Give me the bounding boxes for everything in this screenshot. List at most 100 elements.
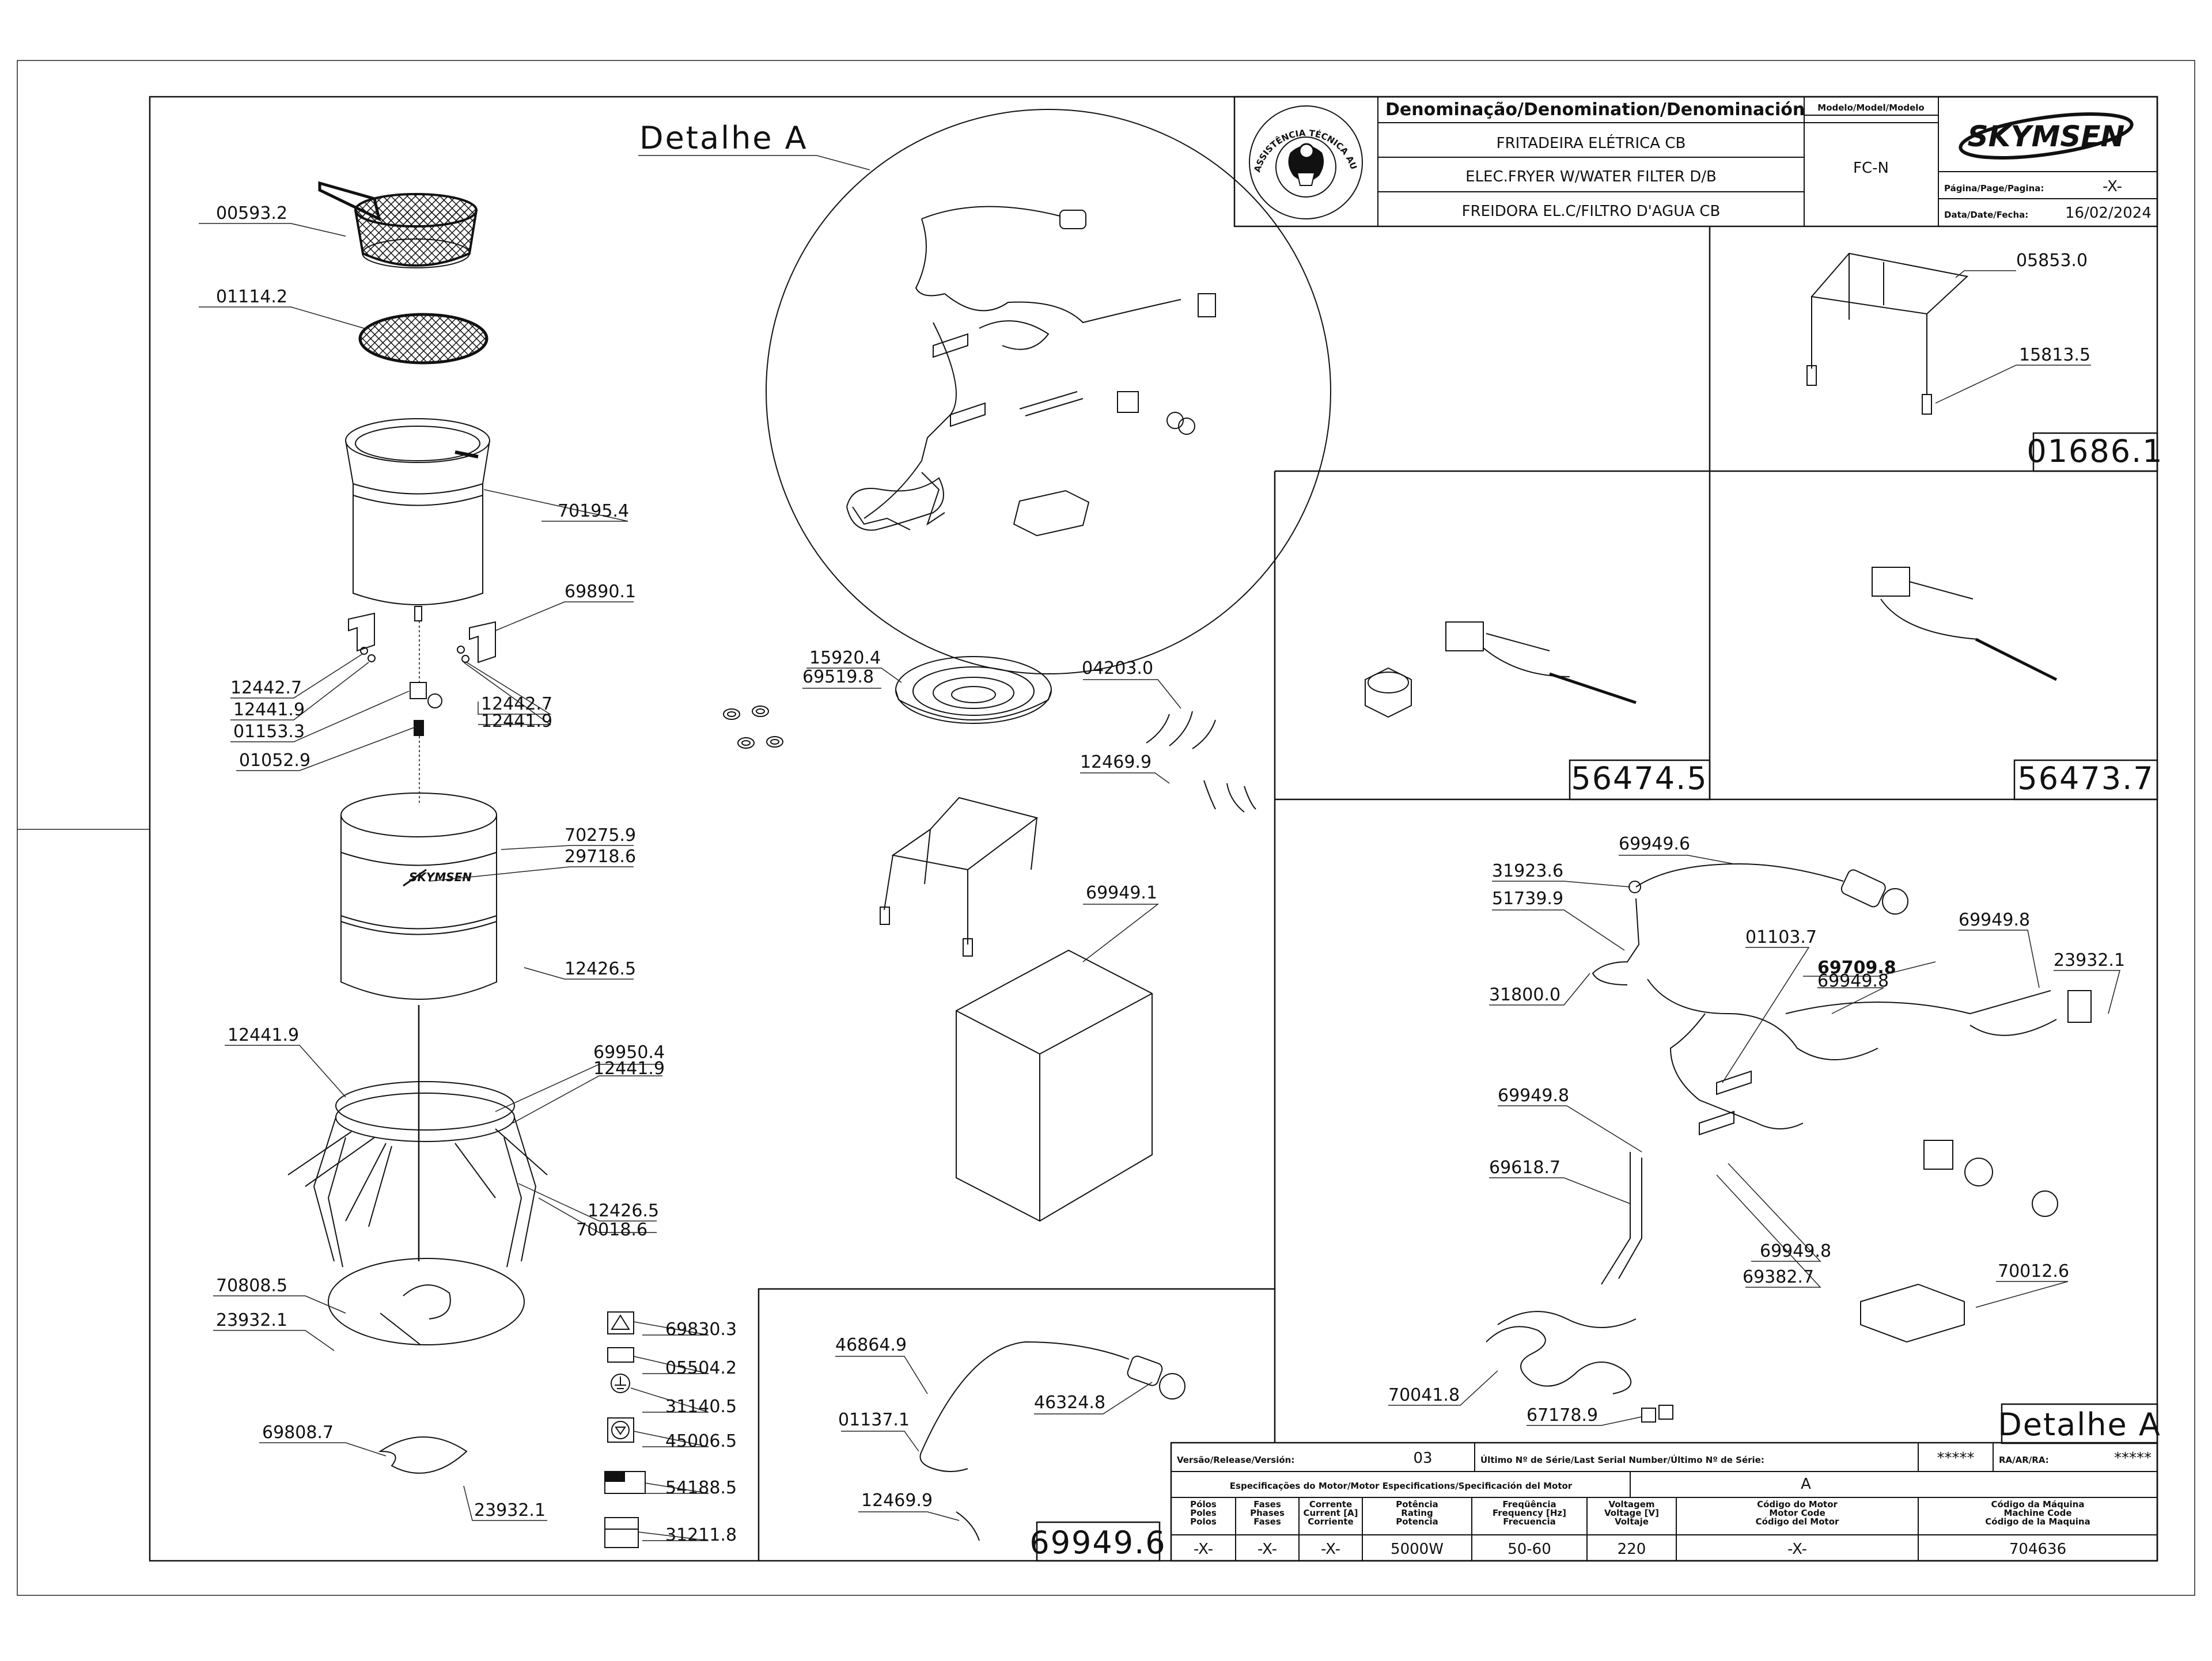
part-label-46864-9: 46864.9 <box>835 1335 907 1355</box>
part-label-01137-1: 01137.1 <box>838 1410 910 1430</box>
part-label-05504-2: 05504.2 <box>665 1358 737 1378</box>
part-label-05853-0: 05853.0 <box>2016 251 2088 271</box>
spec-col-header-l3: Voltaje <box>1615 1516 1649 1527</box>
part-label-54188-5: 54188.5 <box>665 1478 737 1498</box>
spec-col-header-l3: Polos <box>1190 1516 1217 1527</box>
model-value: FC-N <box>1853 160 1889 177</box>
part-label-69382-7: 69382.7 <box>1743 1267 1814 1287</box>
part-label-31140-5: 31140.5 <box>665 1397 737 1417</box>
lower-cabinet-drawing: SKYMSEN <box>340 792 497 1000</box>
part-label-69949-8-b: 69949.8 <box>1959 910 2030 930</box>
motor-spec-value: A <box>1801 1476 1811 1493</box>
version-value: 03 <box>1413 1450 1432 1467</box>
spec-col-value: -X- <box>1321 1541 1340 1558</box>
part-labels-middle: 15920.4 69519.8 04203.0 12469.9 69949.1 … <box>665 648 1157 1545</box>
part-label-69950-4: 69950.4 <box>593 1042 665 1063</box>
part-label-01052-9: 01052.9 <box>239 750 310 771</box>
part-label-01103-7: 01103.7 <box>1745 927 1817 947</box>
part-label-70012-6: 70012.6 <box>1998 1261 2069 1281</box>
spec-col-header-l3: Frecuencia <box>1503 1516 1555 1527</box>
authorized-service-seal-logo: ASSISTÊNCIA TÉCNICA AUTORIZADA <box>0 0 1363 219</box>
part-label-46324-8: 46324.8 <box>1034 1393 1105 1413</box>
spec-col-value: 220 <box>1618 1541 1646 1558</box>
part-label-12469-9-cord: 12469.9 <box>861 1491 933 1511</box>
spec-col-header-l2: Phases <box>1250 1508 1285 1518</box>
upper-tank-drawing <box>345 418 490 621</box>
wire-rack-drawing <box>880 797 1039 957</box>
spec-col-header-l1: Corrente <box>1309 1499 1352 1510</box>
bottom-plate-drawing <box>328 1258 525 1345</box>
panel-56473-thermostat <box>1872 567 2058 681</box>
screws-drawing <box>723 706 783 749</box>
symbol-stickers <box>604 1311 646 1548</box>
detail-a-wiring <box>1486 863 2092 1423</box>
box-label-56474: 56474.5 <box>1571 760 1707 797</box>
specification-table: Versão/Release/Versión: 03 Último Nº de … <box>1170 1442 2158 1562</box>
box-label-01686: 01686.1 <box>2027 433 2163 469</box>
leader-lines-left <box>199 223 662 1521</box>
detail-a-bottom-title: Detalhe A <box>1998 1406 2161 1443</box>
part-label-69618-7: 69618.7 <box>1489 1158 1560 1178</box>
outer-frame <box>17 60 2195 1596</box>
part-label-51739-9: 51739.9 <box>1492 889 1563 909</box>
part-label-15813-5: 15813.5 <box>2019 345 2090 365</box>
serial-value: ***** <box>1937 1450 1975 1467</box>
part-label-69949-1: 69949.1 <box>1086 883 1157 903</box>
part-label-69808-7: 69808.7 <box>262 1423 334 1443</box>
box-label-56473: 56473.7 <box>2017 760 2154 797</box>
fryer-exploded-view: SKYMSEN <box>287 181 548 1474</box>
part-label-70041-8: 70041.8 <box>1388 1385 1460 1405</box>
part-label-12441-9-ring: 12441.9 <box>593 1059 665 1079</box>
panel-01686: 05853.0 15813.5 <box>1806 251 2091 415</box>
svg-text:SKYMSEN: SKYMSEN <box>1968 120 2125 153</box>
part-label-67178-9: 67178.9 <box>1527 1405 1598 1425</box>
panel-56474-thermostat <box>1365 621 1637 718</box>
part-label-12442-7-left: 12442.7 <box>230 678 302 698</box>
part-label-69949-8-a: 69949.8 <box>1817 971 1889 991</box>
part-label-69709-8: 69709.8 <box>1817 958 1896 978</box>
detail-a-top-title: Detalhe A <box>639 120 808 156</box>
part-label-69830-3: 69830.3 <box>665 1319 737 1340</box>
part-label-12426-5-lower: 12426.5 <box>588 1201 659 1221</box>
date-value: 16/02/2024 <box>2065 204 2152 222</box>
spec-col-header-l3: Corriente <box>1308 1516 1353 1527</box>
spec-col-header-l3: Fases <box>1253 1516 1281 1527</box>
spec-col-value: -X- <box>1194 1541 1213 1558</box>
part-label-69519-8: 69519.8 <box>802 667 874 687</box>
serial-label: Último Nº de Série/Last Serial Number/Úl… <box>1480 1454 1764 1465</box>
part-label-23932-1-disk: 23932.1 <box>474 1500 546 1520</box>
date-label: Data/Date/Fecha: <box>1944 210 2028 220</box>
part-label-70018-6: 70018.6 <box>576 1220 647 1240</box>
name-pt: FRITADEIRA ELÉTRICA CB <box>1497 134 1686 152</box>
spec-col-value: -X- <box>1787 1541 1807 1558</box>
power-cord-drawing <box>919 1341 1185 1541</box>
ra-label: RA/AR/RA: <box>1999 1455 2049 1465</box>
detail-a-circle: Detalhe A <box>638 109 1331 674</box>
ra-value: ***** <box>2114 1450 2152 1467</box>
part-label-12441-9-right: 12441.9 <box>481 711 552 731</box>
spec-col-header-l1: Voltagem <box>1608 1499 1654 1510</box>
svg-text:SKYMSEN: SKYMSEN <box>409 870 472 884</box>
spec-col-header-l1: Fases <box>1253 1499 1281 1510</box>
packaging-box-drawing <box>956 949 1153 1222</box>
spec-col-header-l2: Frequency [Hz] <box>1493 1508 1566 1518</box>
part-label-01153-3: 01153.3 <box>233 722 305 742</box>
middle-parts <box>604 656 1256 1548</box>
heating-tray-drawing <box>895 656 1052 724</box>
denomination-heading: Denominação/Denomination/Denominación <box>1385 100 1805 120</box>
part-label-31211-8: 31211.8 <box>665 1525 737 1545</box>
spec-col-header-l2: Poles <box>1190 1508 1217 1518</box>
part-label-15920-4: 15920.4 <box>809 648 881 668</box>
spec-col-header-l1: Código do Motor <box>1757 1499 1838 1510</box>
spec-col-header-l2: Machine Code <box>2003 1508 2071 1518</box>
part-label-29718-6: 29718.6 <box>565 847 636 867</box>
part-label-12441-9-left: 12441.9 <box>233 700 305 720</box>
filter-screen-drawing <box>358 313 488 365</box>
part-label-31923-6: 31923.6 <box>1492 861 1563 881</box>
page-label: Página/Page/Pagina: <box>1944 183 2044 194</box>
spec-col-header-l2: Voltage [V] <box>1604 1508 1659 1518</box>
skymsen-brand-logo: SKYMSEN <box>1959 112 2134 160</box>
spec-col-header-l3: Código del Motor <box>1756 1516 1839 1527</box>
